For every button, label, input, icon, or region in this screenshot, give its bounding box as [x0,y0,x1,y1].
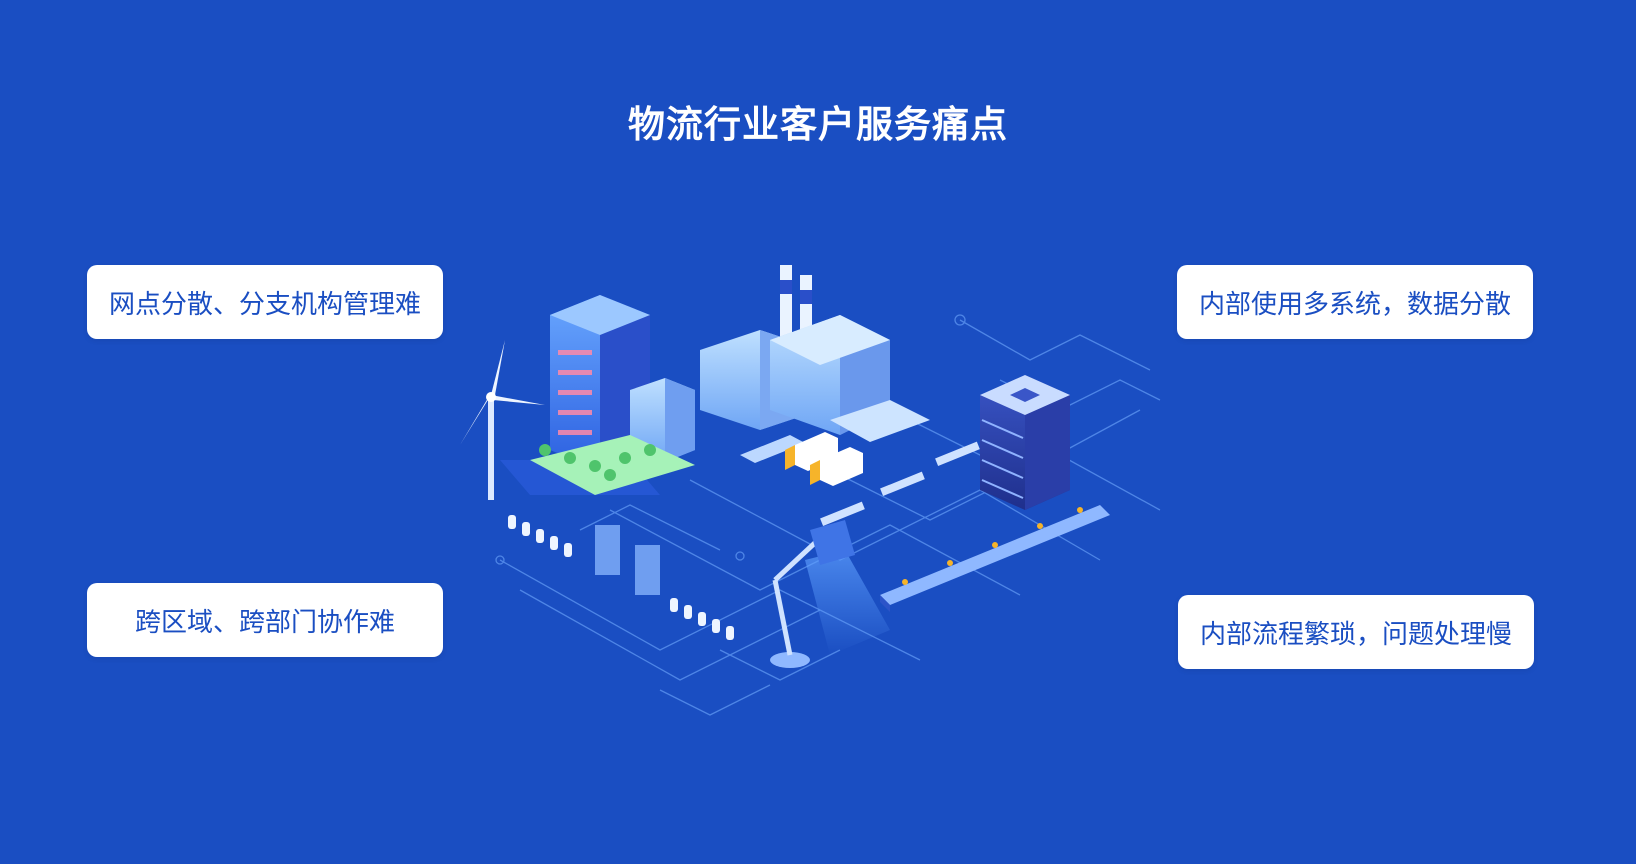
park-lawn [530,435,695,495]
platform-walkway [880,505,1110,612]
data-center-tower [980,375,1070,510]
delivery-trucks [785,432,863,486]
pain-point-label: 内部使用多系统，数据分散 [1198,289,1511,320]
gate-structures [595,525,660,595]
pain-point-card-cross-collaboration: 跨区域、跨部门协作难 [87,583,443,657]
wind-turbine [460,340,545,500]
storage-cylinders [508,515,734,640]
pain-point-label: 跨区域、跨部门协作难 [134,607,395,638]
factory [700,265,930,463]
pain-point-label: 内部流程繁琐，问题处理慢 [1199,619,1512,650]
pain-point-card-branch-management: 网点分散、分支机构管理难 [87,265,443,339]
pain-point-label: 网点分散、分支机构管理难 [108,289,421,320]
page-title: 物流行业客户服务痛点 [628,103,1008,146]
desk-lamp [770,520,890,668]
pain-point-card-multiple-systems: 内部使用多系统，数据分散 [1177,265,1533,339]
pain-point-card-slow-process: 内部流程繁琐，问题处理慢 [1178,595,1534,669]
road-markers [820,441,980,526]
isometric-logistics-city-illustration [460,265,1161,716]
